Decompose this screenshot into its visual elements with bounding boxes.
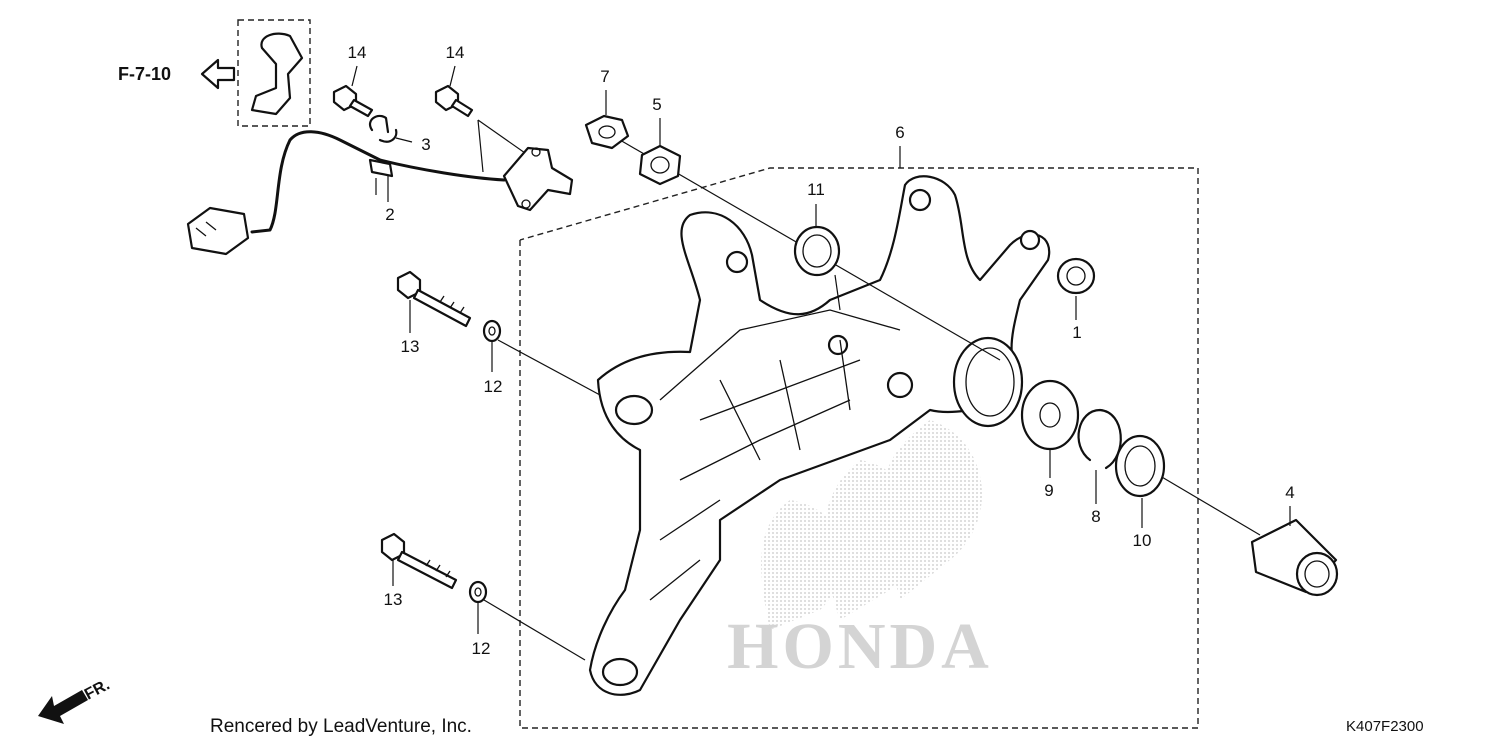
callout-5: 5 [652, 95, 661, 114]
callout-14-right: 14 [446, 43, 465, 62]
part-13-bolt-lower [380, 532, 458, 590]
part-10-seal [1114, 434, 1166, 498]
footer-credit: Rencered by LeadVenture, Inc. [210, 716, 472, 737]
part-8-circlip [1077, 408, 1122, 470]
honda-wing-watermark: HONDA [727, 420, 993, 683]
part-1-bearing [1056, 257, 1096, 295]
callout-9: 9 [1044, 481, 1053, 500]
honda-watermark-text: HONDA [727, 610, 993, 683]
part-14-bolt-left [332, 84, 374, 118]
callout-11: 11 [807, 180, 825, 199]
callout-7: 7 [600, 67, 609, 86]
callout-3: 3 [421, 135, 430, 154]
callout-13-upper: 13 [401, 337, 420, 356]
callout-8: 8 [1091, 507, 1100, 526]
part-11-seal [793, 225, 841, 277]
reference-label: F-7-10 [118, 64, 171, 84]
part-2-sensor-harness [186, 130, 574, 256]
part-4-collar [1250, 518, 1339, 597]
part-5-collar [638, 144, 682, 186]
front-arrow-icon [38, 690, 88, 724]
reference-arrow-icon [200, 58, 236, 90]
callout-14-left: 14 [348, 43, 367, 62]
callout-leaders [351, 65, 1291, 634]
drawing-code: K407F2300 [1346, 718, 1424, 735]
part-7-nut [584, 114, 630, 150]
swingarm-body [588, 175, 1051, 696]
callout-1: 1 [1072, 323, 1081, 342]
part-12-washer-upper [482, 319, 502, 343]
part-13-bolt-upper [396, 270, 472, 328]
bracket-reference-box [237, 19, 311, 127]
part-3-clip [369, 114, 398, 143]
callout-10: 10 [1133, 531, 1152, 550]
callout-6: 6 [895, 123, 904, 142]
callout-13-lower: 13 [384, 590, 403, 609]
part-12-washer-lower [468, 580, 488, 604]
callout-12-lower: 12 [472, 639, 491, 658]
assembly-6-boundary [519, 167, 1199, 729]
callout-2: 2 [385, 205, 394, 224]
callout-4: 4 [1285, 483, 1294, 502]
part-14-bolt-right [434, 84, 474, 118]
part-9-bearing [1020, 379, 1080, 451]
callout-12-upper: 12 [484, 377, 503, 396]
callout-labels: 1 2 3 4 5 6 7 8 9 10 11 12 12 13 13 14 1… [348, 43, 1295, 658]
